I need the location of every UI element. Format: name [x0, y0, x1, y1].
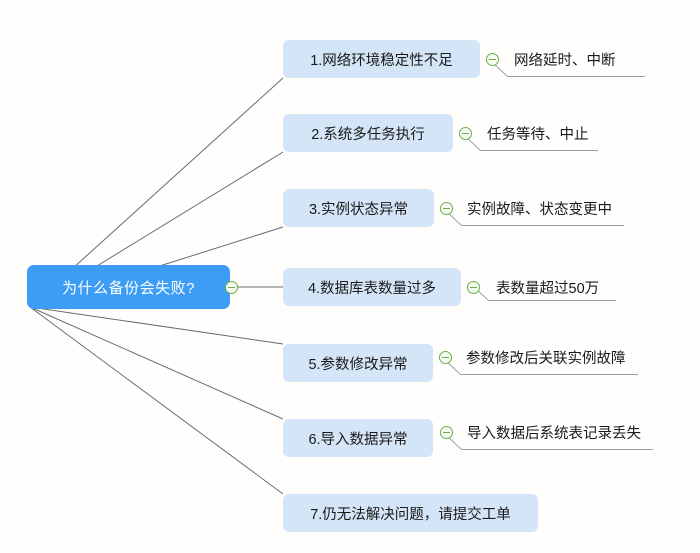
leaf-underline-2 [480, 150, 598, 151]
leaf-underline-4 [488, 300, 616, 301]
branch-4-collapse-minus-icon[interactable] [467, 281, 480, 294]
leaf-label-5-text: 参数修改后关联实例故障 [466, 350, 626, 367]
leaf-label-1-text: 网络延时、中断 [514, 52, 616, 69]
leaf-label-3-text: 实例故障、状态变更中 [467, 201, 612, 218]
branch-node-4[interactable]: 4.数据库表数量过多 [283, 268, 461, 306]
branch-node-3[interactable]: 3.实例状态异常 [283, 189, 434, 227]
edge-root-to-branch-5 [29, 306, 284, 345]
leaf-label-6-text: 导入数据后系统表记录丢失 [467, 425, 641, 442]
branch-5-collapse-minus-icon[interactable] [439, 351, 452, 364]
leaf-underline-5 [460, 374, 638, 375]
edge-root-to-branch-7 [29, 306, 284, 495]
branch-1-collapse-minus-icon[interactable] [486, 53, 499, 66]
branch-node-1-label: 1.网络环境稳定性不足 [310, 52, 453, 69]
branch-node-1[interactable]: 1.网络环境稳定性不足 [283, 40, 480, 78]
leaf-underline-3 [461, 225, 624, 226]
leaf-underline-6 [461, 449, 653, 450]
branch-node-2[interactable]: 2.系统多任务执行 [283, 114, 453, 152]
leaf-underline-1 [507, 76, 645, 77]
branch-node-2-label: 2.系统多任务执行 [311, 126, 425, 143]
branch-node-5-label: 5.参数修改异常 [308, 356, 408, 373]
leaf-label-2-text: 任务等待、中止 [487, 126, 589, 143]
branch-node-3-label: 3.实例状态异常 [308, 201, 409, 218]
branch-node-5[interactable]: 5.参数修改异常 [283, 344, 433, 382]
edge-root-to-branch-6 [29, 306, 284, 420]
leaf-label-4-text: 表数量超过50万 [496, 280, 600, 297]
branch-2-collapse-minus-icon[interactable] [459, 127, 472, 140]
branch-node-6[interactable]: 6.导入数据异常 [283, 419, 433, 457]
root-node[interactable]: 为什么备份会失败? [27, 265, 230, 309]
leaf-label-4[interactable]: 表数量超过50万 [496, 275, 599, 299]
branch-node-4-label: 4.数据库表数量过多 [307, 280, 437, 297]
branch-node-6-label: 6.导入数据异常 [308, 431, 408, 448]
branch-node-7[interactable]: 7.仍无法解决问题，请提交工单 [283, 494, 538, 532]
branch-3-collapse-minus-icon[interactable] [440, 202, 453, 215]
leaf-label-6[interactable]: 导入数据后系统表记录丢失 [467, 420, 641, 444]
root-node-label: 为什么备份会失败? [62, 279, 195, 297]
branch-node-7-label: 7.仍无法解决问题，请提交工单 [310, 506, 511, 523]
leaf-label-5[interactable]: 参数修改后关联实例故障 [466, 345, 626, 369]
leaf-label-1[interactable]: 网络延时、中断 [514, 47, 616, 71]
branch-6-collapse-minus-icon[interactable] [440, 426, 453, 439]
leaf-label-2[interactable]: 任务等待、中止 [487, 121, 589, 145]
root-collapse-minus-icon[interactable] [225, 281, 238, 294]
leaf-label-3[interactable]: 实例故障、状态变更中 [467, 196, 612, 220]
